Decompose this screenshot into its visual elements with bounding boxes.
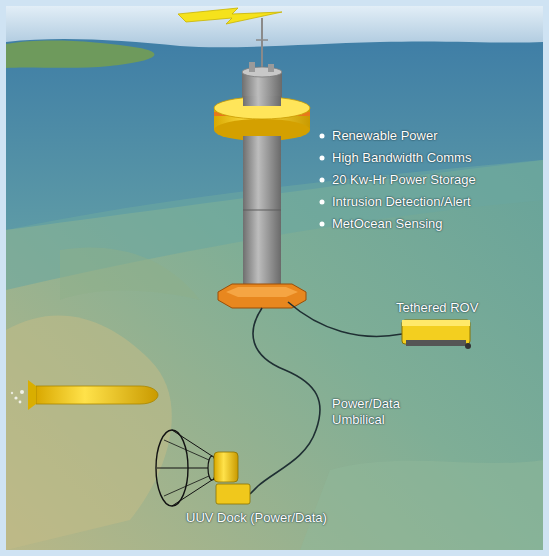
cable-label: Power/Data Umbilical <box>332 396 406 428</box>
power-data-umbilical <box>250 308 320 494</box>
bubble <box>11 392 13 394</box>
dock-wire <box>164 440 209 460</box>
feature-item: High Bandwidth Comms <box>332 150 471 166</box>
rov-skid <box>406 340 466 346</box>
antenna-bar <box>256 39 268 41</box>
dock-wire <box>164 476 209 496</box>
sand-patch <box>300 460 543 550</box>
octagon-base <box>218 284 306 308</box>
feature-item: MetOcean Sensing <box>332 216 443 232</box>
sensor <box>249 62 255 72</box>
lightning-bolt <box>178 8 282 24</box>
dock-label: UUV Dock (Power/Data) <box>186 510 327 526</box>
bullet <box>320 222 325 227</box>
rov-top <box>402 320 470 326</box>
terrain <box>60 247 200 300</box>
dock-box <box>216 484 250 504</box>
node-text: UUV Dock (Power/Data) <box>186 510 327 526</box>
rov-label: Tethered ROV <box>396 300 478 316</box>
bubble <box>19 401 22 404</box>
feature-item: Renewable Power <box>332 128 438 144</box>
node-text: Tethered ROV <box>396 300 478 316</box>
shore-land <box>6 41 154 68</box>
octagon-top <box>226 287 298 297</box>
column-seam <box>243 210 281 211</box>
antenna-mast <box>261 18 263 72</box>
seafloor <box>6 6 543 550</box>
bullet <box>320 134 325 139</box>
rov-thruster <box>465 343 471 349</box>
float-collar-top <box>214 97 310 119</box>
sand-ridge <box>6 316 172 550</box>
bullet <box>320 156 325 161</box>
bubble <box>20 390 24 394</box>
uuv-torpedo <box>36 386 158 404</box>
feature-item: Intrusion Detection/Alert <box>332 194 471 210</box>
bullet <box>320 200 325 205</box>
dock-cylinder <box>214 452 238 482</box>
uuv-tail <box>28 380 36 410</box>
feature-item: 20 Kw-Hr Power Storage <box>332 172 476 188</box>
buoy-cap-top <box>242 67 282 77</box>
spar-column <box>243 136 281 292</box>
sensor <box>268 64 274 72</box>
bubble <box>14 396 17 399</box>
bullet <box>320 178 325 183</box>
buoy-neck <box>243 96 281 106</box>
dock-wire <box>157 468 208 469</box>
rov-tether <box>288 302 402 336</box>
